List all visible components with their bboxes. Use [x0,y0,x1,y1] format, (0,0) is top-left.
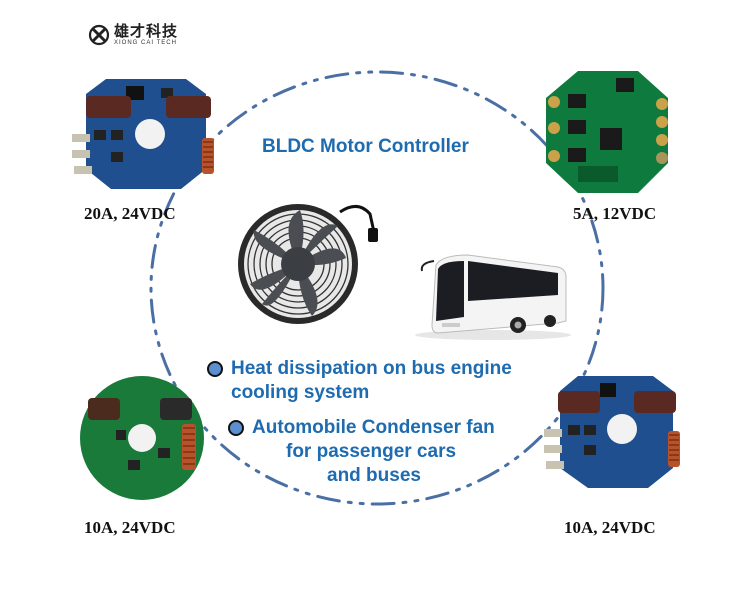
board-label: 10A, 24VDC [564,518,656,537]
x-logo-icon [88,24,110,46]
diagram-title: BLDC Motor Controller [262,136,469,157]
company-logo: 雄才科技 XIONG CAI TECH [88,24,178,46]
application-line: Heat dissipation on bus engine [231,358,512,379]
application-line: Automobile Condenser fan [252,417,495,438]
application-line: cooling system [231,382,370,403]
coach-bus-image [408,243,573,343]
board-label: 20A, 24VDC [84,204,176,223]
pcb-board-image [72,79,214,189]
logo-name-en: XIONG CAI TECH [114,40,177,46]
pcb-board-image [544,376,680,488]
board-bottom-left [78,368,213,508]
pcb-board-image [546,71,668,193]
board-label: 10A, 24VDC [84,518,176,537]
application-line: and buses [327,465,421,486]
board-top-right [538,68,678,198]
application-item: Heat dissipation on bus engine cooling s… [207,357,512,405]
bullet-icon [228,420,244,436]
board-bottom-right [538,373,698,493]
pcb-board-image [80,376,204,500]
application-line: for passenger cars [286,441,457,462]
bullet-icon [207,361,223,377]
board-top-left [66,74,226,194]
logo-name-cn: 雄才科技 [114,22,179,40]
cooling-fan-image [228,192,388,332]
application-item: Automobile Condenser fan [228,416,495,440]
board-label: 5A, 12VDC [573,204,657,223]
